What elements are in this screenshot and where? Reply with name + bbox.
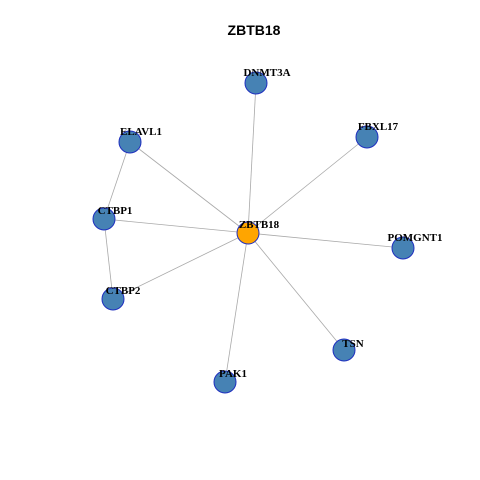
node-dnmt3a[interactable] [244, 71, 268, 95]
edge-zbtb18-pomgnt1 [247, 232, 404, 249]
node-label-tsn: TSN [342, 338, 363, 350]
node-zbtb18[interactable] [236, 221, 260, 245]
node-label-ctbp1: CTBP1 [98, 205, 133, 217]
node-layer [92, 71, 415, 394]
edge-zbtb18-ctbp1 [103, 218, 249, 234]
edge-layer [103, 82, 404, 383]
node-pak1[interactable] [213, 370, 237, 394]
node-ctbp1[interactable] [92, 207, 116, 231]
edge-zbtb18-fbxl17 [247, 136, 368, 234]
edge-elavl1-ctbp1 [103, 141, 131, 220]
node-label-pak1: PAK1 [219, 368, 247, 380]
edge-ctbp1-ctbp2 [103, 218, 114, 300]
node-label-dnmt3a: DNMT3A [243, 67, 290, 79]
node-tsn[interactable] [332, 338, 356, 362]
node-label-fbxl17: FBXL17 [358, 121, 399, 133]
edge-zbtb18-elavl1 [129, 141, 249, 234]
node-label-pomgnt1: POMGNT1 [388, 232, 443, 244]
edge-zbtb18-pak1 [224, 232, 249, 383]
diagram-title: ZBTB18 [228, 22, 281, 38]
node-label-zbtb18: ZBTB18 [239, 219, 280, 231]
node-elavl1[interactable] [118, 130, 142, 154]
edge-zbtb18-tsn [247, 232, 345, 351]
node-pomgnt1[interactable] [391, 236, 415, 260]
node-fbxl17[interactable] [355, 125, 379, 149]
edge-zbtb18-dnmt3a [247, 82, 257, 234]
node-label-elavl1: ELAVL1 [120, 126, 162, 138]
edge-zbtb18-ctbp2 [112, 232, 249, 300]
node-ctbp2[interactable] [101, 287, 125, 311]
label-layer: ZBTB18 DNMT3A FBXL17 ELAVL1CTBP1POMGNT1CTBP… [98, 67, 443, 380]
node-label-ctbp2: CTBP2 [106, 285, 141, 297]
